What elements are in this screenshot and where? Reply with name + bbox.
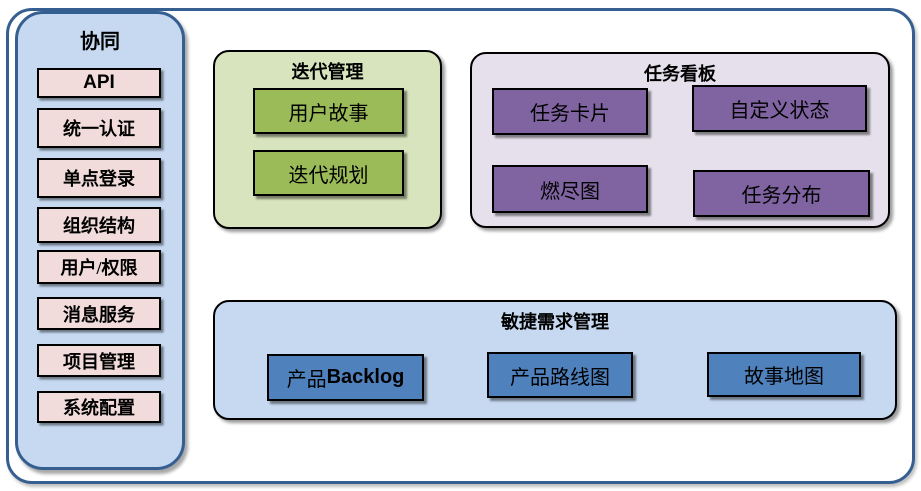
sidebar-item-org-structure: 组织结构 <box>37 207 161 243</box>
sidebar-item-user-permission: 用户/权限 <box>37 250 161 284</box>
node-product-backlog-label-en: Backlog <box>326 366 405 388</box>
node-iteration-planning: 迭代规划 <box>253 150 404 196</box>
node-product-backlog-label-zh: 产品 <box>286 369 327 391</box>
iteration-panel: 迭代管理 用户故事 迭代规划 <box>213 50 442 229</box>
kanban-panel: 任务看板 任务卡片 自定义状态 燃尽图 任务分布 <box>470 52 890 228</box>
sidebar-item-project-mgmt: 项目管理 <box>37 344 161 377</box>
iteration-title: 迭代管理 <box>291 62 364 82</box>
node-product-roadmap: 产品路线图 <box>487 352 633 398</box>
node-burndown-chart: 燃尽图 <box>492 165 648 213</box>
collaboration-title: 协同 <box>80 31 120 53</box>
collaboration-panel: 协同 API 统一认证 单点登录 组织结构 用户/权限 消息服务 项目管理 系统… <box>15 11 185 470</box>
sidebar-item-sso: 单点登录 <box>37 158 161 198</box>
kanban-title: 任务看板 <box>644 64 716 84</box>
node-user-story: 用户故事 <box>253 88 404 134</box>
node-story-map: 故事地图 <box>707 352 861 397</box>
sidebar-item-api: API <box>37 68 161 98</box>
agile-title: 敏捷需求管理 <box>501 312 609 332</box>
node-task-card: 任务卡片 <box>492 88 648 135</box>
sidebar-item-unified-auth: 统一认证 <box>37 108 161 148</box>
node-custom-status: 自定义状态 <box>692 85 867 132</box>
sidebar-item-message-service: 消息服务 <box>37 297 161 330</box>
sidebar-item-system-config: 系统配置 <box>37 391 161 423</box>
node-task-distribution: 任务分布 <box>693 170 870 217</box>
